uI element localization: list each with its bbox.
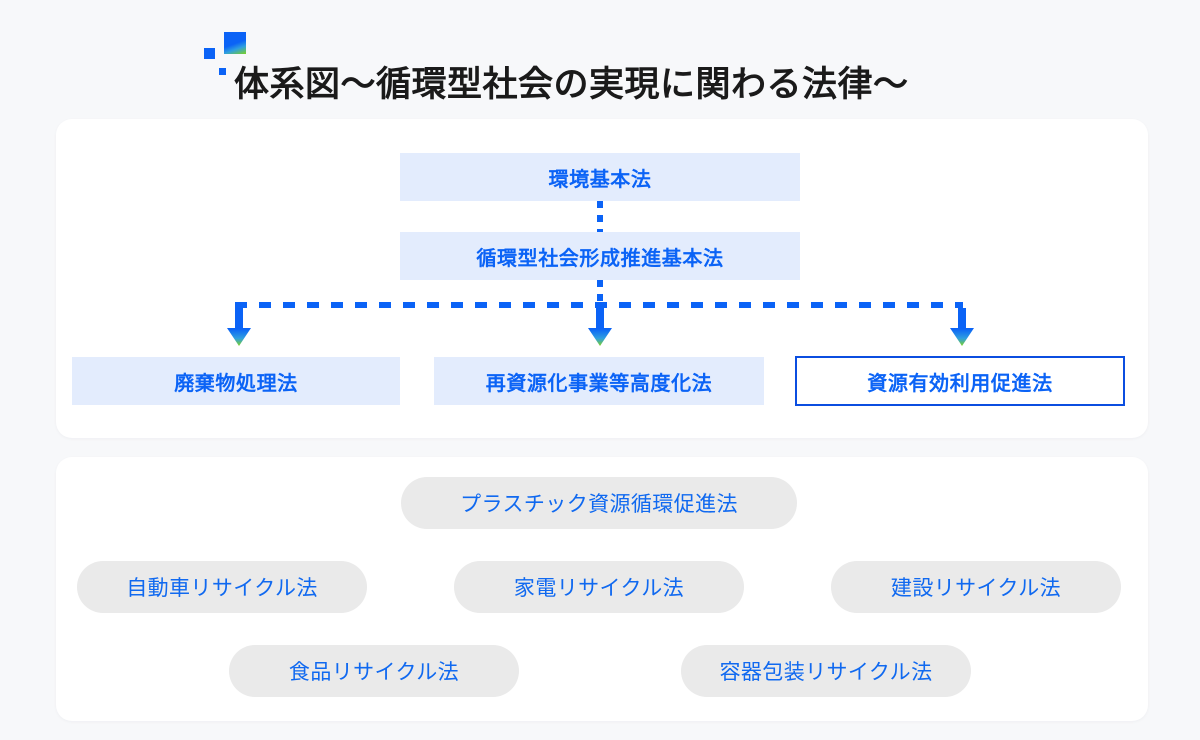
connector-vertical-junkan-to-branch (597, 280, 603, 308)
law-box-kankyo-kihonho[interactable]: 環境基本法 (400, 153, 800, 201)
connector-vertical-kankyo-to-junkan (597, 201, 603, 233)
decorative-square-medium-icon (204, 48, 215, 59)
pill-youki-housou-recycle[interactable]: 容器包装リサイクル法 (681, 645, 971, 697)
pill-plastic-shigen-junkan[interactable]: プラスチック資源循環促進法 (401, 477, 797, 529)
page-title: 体系図〜循環型社会の実現に関わる法律〜 (234, 65, 909, 104)
law-box-saishigenka-jigyo[interactable]: 再資源化事業等高度化法 (434, 357, 764, 405)
decorative-square-small-icon (219, 68, 226, 75)
pill-kensetsu-recycle[interactable]: 建設リサイクル法 (831, 561, 1121, 613)
arrow-down-icon-middle (588, 308, 612, 346)
law-box-haikibutsu-shoriho[interactable]: 廃棄物処理法 (72, 357, 400, 405)
law-box-junkangata-shakai[interactable]: 循環型社会形成推進基本法 (400, 232, 800, 280)
pill-jidosha-recycle[interactable]: 自動車リサイクル法 (77, 561, 367, 613)
page-header: 体系図〜循環型社会の実現に関わる法律〜 (190, 28, 1130, 104)
pill-shokuhin-recycle[interactable]: 食品リサイクル法 (229, 645, 519, 697)
arrow-down-icon-right (950, 308, 974, 346)
decorative-square-large-icon (224, 32, 246, 54)
arrow-down-icon-left (227, 308, 251, 346)
law-box-shigen-yuko-riyo[interactable]: 資源有効利用促進法 (795, 356, 1125, 406)
pill-kaden-recycle[interactable]: 家電リサイクル法 (454, 561, 744, 613)
